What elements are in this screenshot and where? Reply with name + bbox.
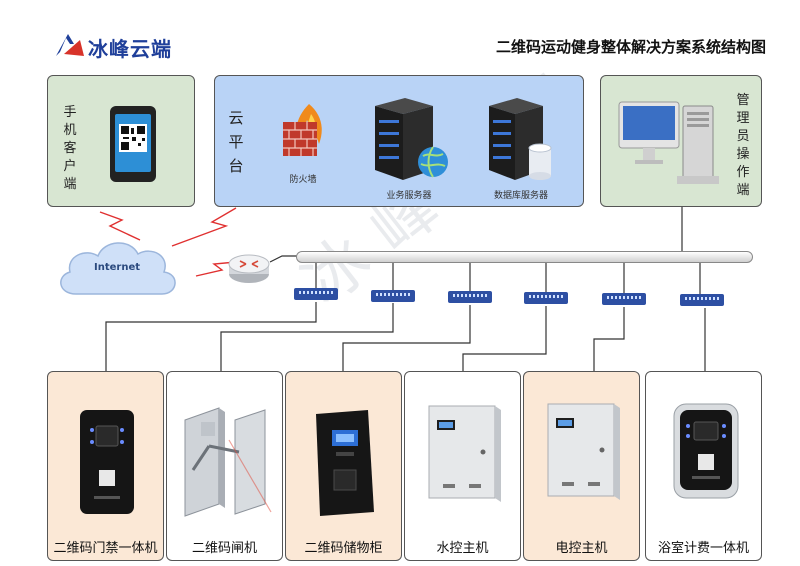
smart-locker-icon [316, 410, 374, 516]
firewall-icon [283, 104, 322, 156]
internet-cloud-icon [60, 242, 176, 295]
mobile-client-label: 手机客户端 [63, 105, 77, 192]
admin-terminal-label: 管理员操作端 [736, 93, 750, 198]
database-server-label: 数据库服务器 [493, 191, 548, 201]
bathroom-billing-terminal-icon [673, 403, 739, 499]
cloud-platform-panel: 云平台 防火墙 业务服务器 [214, 75, 584, 207]
network-backbone [296, 251, 753, 263]
database-server-icon [489, 98, 552, 180]
brand-logo [54, 32, 86, 62]
device-label: 电控主机 [555, 541, 608, 556]
water-control-box-icon [428, 405, 501, 502]
router-icon [228, 254, 270, 283]
device-card: 水控主机 [404, 371, 521, 561]
network-switch-icon [524, 292, 568, 304]
network-switch-icon [371, 290, 415, 302]
business-server-icon [375, 98, 448, 180]
device-label: 浴室计费一体机 [657, 541, 749, 556]
mobile-client-panel: 手机客户端 [47, 75, 195, 207]
admin-terminal-panel: 管理员操作端 [600, 75, 762, 207]
network-switch-icon [294, 288, 338, 300]
logo-mark-icon [56, 34, 84, 56]
power-control-box-icon [547, 403, 620, 500]
device-card: 二维码闸机 [166, 371, 283, 561]
device-card: 二维码储物柜 [285, 371, 402, 561]
internet-label: Internet [93, 262, 140, 273]
brand-name: 冰峰云端 [88, 37, 172, 61]
desktop-computer-icon [618, 101, 719, 184]
device-label: 二维码储物柜 [304, 541, 383, 556]
device-label: 二维码闸机 [191, 541, 257, 556]
business-server-label: 业务服务器 [386, 191, 432, 201]
qr-code-icon [119, 124, 147, 152]
firewall-label: 防火墙 [289, 175, 317, 185]
device-card: 浴室计费一体机 [645, 371, 762, 561]
diagram-title: 二维码运动健身整体解决方案系统结构图 [495, 38, 766, 56]
smartphone-icon [110, 106, 156, 182]
access-control-terminal-icon [80, 410, 134, 514]
cloud-platform-label: 云平台 [228, 109, 244, 175]
device-card: 二维码门禁一体机 [47, 371, 164, 561]
turnstile-gate-icon [184, 407, 272, 517]
network-switch-icon [680, 294, 724, 306]
device-label: 二维码门禁一体机 [53, 541, 158, 556]
network-switch-icon [602, 293, 646, 305]
device-label: 水控主机 [436, 541, 489, 556]
device-card: 电控主机 [523, 371, 640, 561]
network-switch-icon [448, 291, 492, 303]
